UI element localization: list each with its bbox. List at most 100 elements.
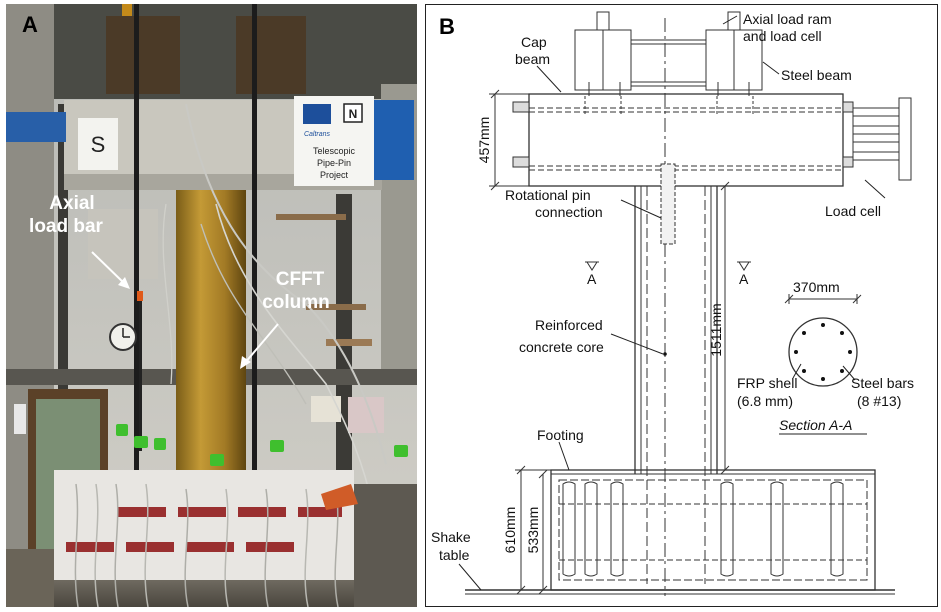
load-cell [122,4,132,16]
leader-core [610,333,664,355]
label-section-left: A [587,271,597,287]
instrument-wire [200,223,307,405]
orange-fixture [321,484,358,510]
green-sensor [394,445,408,457]
sign-s-letter: S [91,132,106,157]
label-core-2: concrete core [519,339,604,355]
dim-cap-depth-text: 457mm [476,117,492,164]
axial-load-bar-label-2: load bar [29,216,104,237]
connector-strip [126,542,174,552]
steel-beam-left [106,16,180,94]
label-shake-2: table [439,547,470,563]
rebar-dot [821,377,825,381]
lab-floor [354,484,417,607]
cfft-column [176,188,246,488]
leader-axial-ram [722,15,738,25]
unr-logo-letter: N [349,107,358,121]
axial-load-bar [252,4,257,474]
axial-load-bar-arrow [91,251,127,286]
label-axial-ram-1: Axial load ram [743,11,832,27]
section-title: Section A-A [779,417,852,433]
instrument-wire [215,203,377,525]
ceiling-area [6,4,417,99]
green-sensor [154,438,166,450]
sensor-marker [137,291,143,301]
section-circle [788,317,858,387]
label-load-cell: Load cell [825,203,881,219]
cap-beam [528,93,844,187]
label-frp-2: (6.8 mm) [737,393,793,409]
label-footing: Footing [537,427,584,443]
connector-strip [118,507,166,517]
project-sign-line3: Project [320,170,349,180]
instrument-stand [139,301,142,451]
rotational-pin [660,163,676,245]
footing-box [54,470,354,580]
shake-table [54,580,354,607]
shelf [306,304,366,310]
test-setup-schematic: B [425,4,938,607]
connector-strip [246,542,294,552]
leader-shake-table [458,563,482,591]
frame-post [58,104,68,524]
rebar-dot [802,331,806,335]
dim-diameter-text: 370mm [793,279,840,295]
dim-footing-total-text: 610mm [502,507,518,554]
label-pin-1: Rotational pin [505,187,591,203]
lab-floor [6,549,54,607]
rebar-dot [840,369,844,373]
connector-strip [178,507,226,517]
green-sensor [270,440,284,452]
sign-s [78,118,118,170]
label-bars-2: (8 #13) [857,393,901,409]
load-cell-actuator [374,100,414,180]
label-section-right: A [739,271,749,287]
connector-strip [238,507,286,517]
footing-reinforcement [558,479,868,581]
rebar-dot [840,331,844,335]
wall-poster [311,396,341,422]
frame-post [336,194,352,524]
leader-cap-beam [536,65,562,93]
rebar-dot [802,369,806,373]
panel-b-letter: B [439,14,455,39]
test-setup-photo: S N Caltrans Telescopic Pipe-Pin Project [6,4,417,608]
panel-a-letter: A [22,12,38,37]
leader-frp [792,363,802,379]
rebar-dot [848,350,852,354]
unr-logo [343,103,363,123]
caltrans-logo-text: Caltrans [304,131,331,138]
load-cell-plate [898,97,912,181]
actuator-left [6,112,66,142]
project-sign-line1: Telescopic [313,146,356,156]
rebar-dot [794,350,798,354]
connector-strip [298,507,342,517]
label-bars-1: Steel bars [851,375,914,391]
label-shake-1: Shake [431,529,471,545]
label-cap-beam-1: Cap [521,34,547,50]
leader-bars [842,365,856,381]
label-steel-beam: Steel beam [781,67,852,83]
wall-notice [14,404,26,434]
leader-pin [620,199,662,219]
axial-ram-left [596,11,610,31]
instrument-wire [162,203,173,385]
label-frp-1: FRP shell [737,375,797,391]
project-sign-line2: Pipe-Pin [317,158,351,168]
leader-steel-beam [762,61,780,75]
shelf [276,214,346,220]
connector-strip [186,542,234,552]
dim-column-height-text: 1511mm [708,303,724,356]
steel-beam-right [236,16,306,94]
label-cap-beam-2: beam [515,51,550,67]
center-mark [663,352,667,356]
caltrans-logo [303,104,331,124]
green-sensor [134,436,148,448]
connector-strip [66,542,114,552]
leader-footing [558,441,570,471]
wall-panel [88,209,158,279]
leader-load-cell [864,179,886,199]
axial-load-bar-label-1: Axial [49,193,94,214]
axial-load-bar [134,4,139,474]
green-sensor [210,454,224,466]
